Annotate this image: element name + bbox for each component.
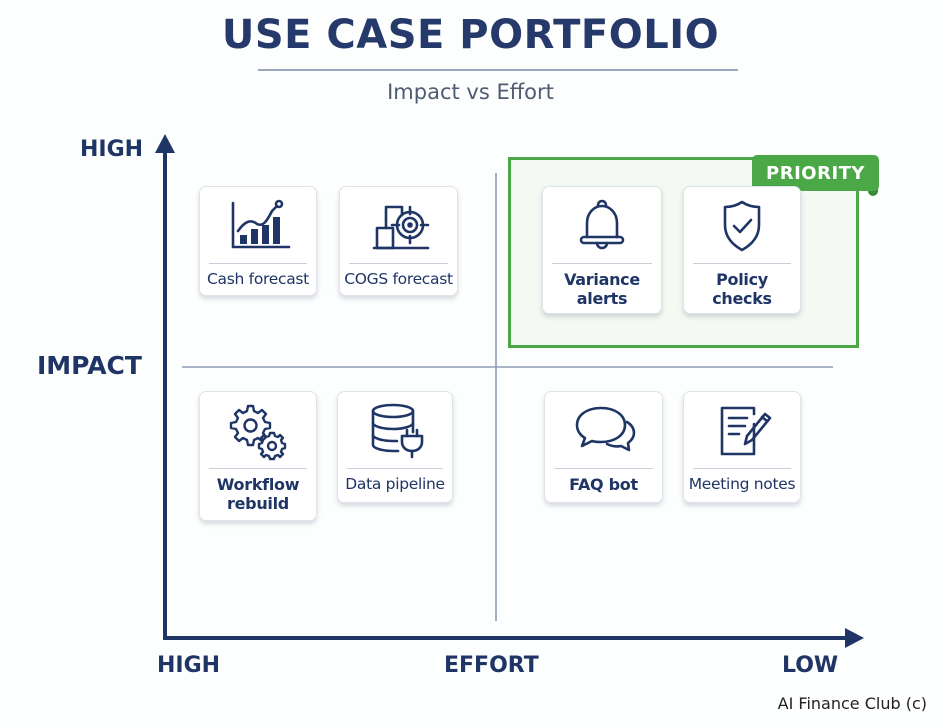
card-label: Data pipeline: [345, 475, 445, 493]
card-label: Policy checks: [712, 270, 772, 308]
use-case-card-variance-alerts[interactable]: Variance alerts: [542, 186, 662, 314]
x-axis-title: EFFORT: [444, 653, 539, 678]
x-axis-low-label: LOW: [782, 653, 839, 678]
card-divider: [349, 263, 448, 264]
use-case-card-cogs-forecast[interactable]: COGS forecast: [339, 186, 458, 296]
y-axis-title: IMPACT: [37, 351, 142, 380]
card-label: Cash forecast: [207, 270, 309, 288]
use-case-card-cash-forecast[interactable]: Cash forecast: [199, 186, 317, 296]
x-axis-arrowhead: [845, 628, 864, 648]
credit-text: AI Finance Club (c): [777, 694, 927, 713]
card-divider: [554, 468, 653, 469]
card-divider: [209, 263, 307, 264]
card-label: FAQ bot: [569, 475, 638, 494]
y-axis-high-label: HIGH: [80, 137, 144, 162]
card-divider: [693, 468, 791, 469]
gears-icon: [223, 400, 293, 462]
page-title: USE CASE PORTFOLIO: [221, 12, 720, 58]
y-axis-arrowhead: [155, 134, 175, 153]
chat-bubbles-icon: [569, 400, 639, 462]
priority-badge: PRIORITY: [752, 155, 879, 191]
use-case-card-faq-bot[interactable]: FAQ bot: [544, 391, 663, 503]
card-label: COGS forecast: [344, 270, 453, 288]
card-divider: [347, 468, 443, 469]
card-divider: [693, 263, 791, 264]
card-label: Variance alerts: [564, 270, 640, 308]
bell-icon: [567, 195, 637, 257]
boxes-target-icon: [364, 195, 434, 257]
page-subtitle: Impact vs Effort: [387, 80, 554, 104]
card-divider: [209, 468, 307, 469]
priority-badge-tail: [868, 187, 878, 196]
database-plug-icon: [360, 400, 430, 462]
use-case-card-policy-checks[interactable]: Policy checks: [683, 186, 801, 314]
bar-chart-trend-icon: [223, 195, 293, 257]
x-axis-high-label: HIGH: [157, 653, 221, 678]
title-divider: [258, 69, 738, 71]
use-case-card-workflow-rebuild[interactable]: Workflow rebuild: [199, 391, 317, 521]
shield-check-icon: [707, 195, 777, 257]
card-label: Workflow rebuild: [216, 475, 300, 513]
card-divider: [552, 263, 652, 264]
use-case-card-meeting-notes[interactable]: Meeting notes: [683, 391, 801, 503]
card-label: Meeting notes: [688, 475, 796, 493]
document-pencil-icon: [707, 400, 777, 462]
use-case-card-data-pipeline[interactable]: Data pipeline: [337, 391, 453, 503]
